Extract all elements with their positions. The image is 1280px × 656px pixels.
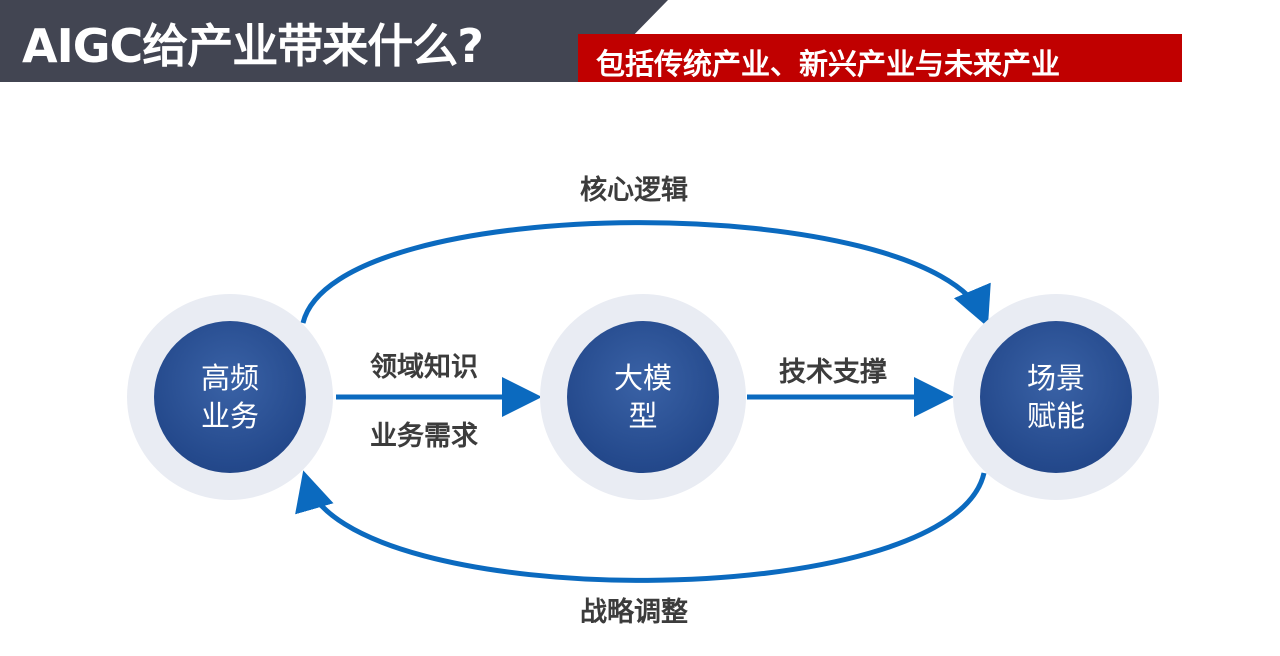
node-high-frequency-business: 高频业务 [127,294,333,500]
node-core-right: 场景赋能 [980,321,1132,473]
node-label-right: 场景赋能 [1026,361,1085,433]
edge-label-business-needs: 业务需求 [370,421,478,452]
page-subtitle: 包括传统产业、新兴产业与未来产业 [596,47,1061,81]
node-large-model: 大模型 [540,294,746,500]
node-label-center: 大模型 [613,361,672,433]
title-bar [0,0,668,82]
page-title: AIGC给产业带来什么? [22,19,484,73]
edge-label-domain-knowledge: 领域知识 [370,352,478,383]
node-label-left: 高频业务 [200,361,259,433]
node-scenario-empowerment: 场景赋能 [953,294,1159,500]
edge-label-core-logic: 核心逻辑 [580,175,688,206]
subtitle-banner: 包括传统产业、新兴产业与未来产业 [578,34,1182,82]
top-arc-arrow [300,220,991,328]
edge-label-tech-support: 技术支撑 [779,357,887,388]
node-core-center: 大模型 [567,321,719,473]
edge-label-strategy-adjustment: 战略调整 [580,597,688,628]
node-core-left: 高频业务 [154,321,306,473]
bottom-arc-arrow [295,470,987,583]
